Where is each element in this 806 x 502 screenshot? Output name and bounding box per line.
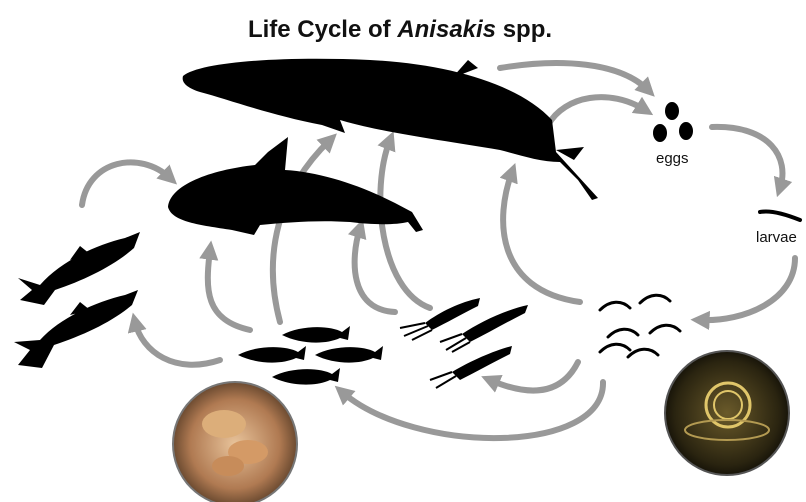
squid-group (400, 298, 528, 388)
egg-icon (665, 102, 679, 120)
arrow-krill-to-whale (503, 172, 580, 302)
small-fish-group (238, 326, 383, 385)
arrow-larvae-to-krill (700, 258, 795, 320)
krill-icon (600, 302, 630, 310)
krill-group (600, 295, 680, 357)
arrow-whale-to-eggs (500, 63, 648, 90)
arrow-krill-to-fish (342, 382, 603, 438)
eggs-group (653, 102, 693, 142)
small-fish-icon (282, 326, 350, 343)
egg-icon (653, 124, 667, 142)
arrow-fish-to-salmon (135, 322, 220, 365)
arrow-eggs-to-larvae (712, 127, 782, 188)
arrow-whale-to-eggs-2 (548, 97, 645, 125)
egg-icon (679, 122, 693, 140)
small-fish-icon (315, 346, 383, 363)
small-fish-icon (238, 346, 306, 363)
label-larvae: larvae (756, 229, 797, 246)
krill-icon (650, 325, 680, 333)
small-fish-icon (272, 368, 340, 385)
krill-icon (600, 344, 630, 352)
arrow-salmon-to-orca (82, 162, 170, 205)
salmon-icon (18, 232, 140, 305)
arrow-krill-to-squid (490, 362, 578, 391)
title-prefix: Life Cycle of (248, 16, 397, 43)
diagram-title: Life Cycle of Anisakis spp. (248, 16, 552, 43)
label-eggs: eggs (656, 150, 689, 167)
arrow-squid-to-orca (355, 228, 395, 312)
krill-icon (640, 295, 670, 303)
arrow-fish-to-orca (208, 250, 250, 330)
krill-photo (665, 351, 789, 475)
krill-icon (608, 329, 638, 337)
gut-photo (173, 382, 297, 502)
krill-icon (628, 349, 658, 357)
title-suffix: spp. (496, 16, 552, 43)
title-genus: Anisakis (396, 16, 496, 43)
larva-icon (760, 211, 800, 220)
